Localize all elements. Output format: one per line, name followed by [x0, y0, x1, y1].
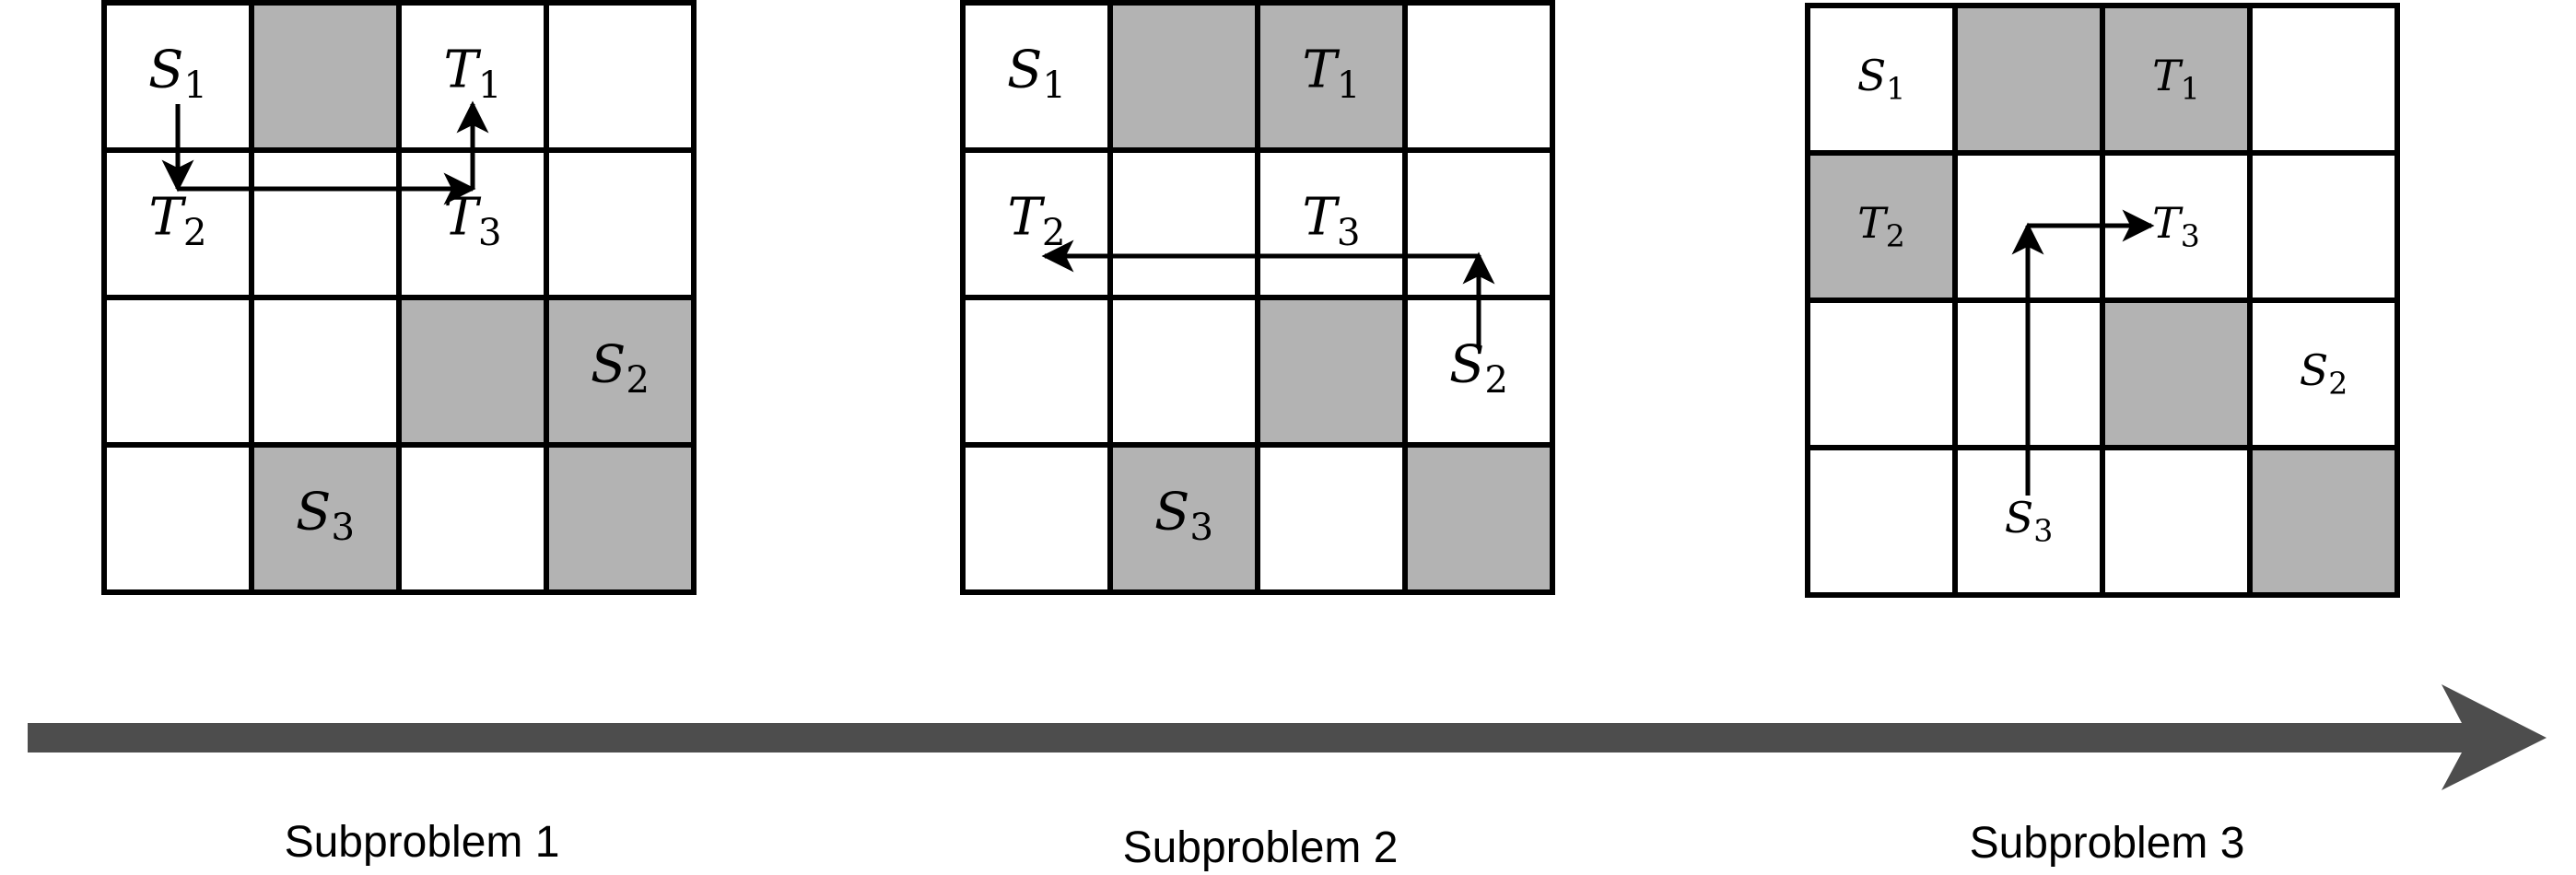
- grid-cell: [1808, 6, 1955, 153]
- target-label-1: T1: [2152, 51, 2200, 106]
- target-label-2: T2: [1857, 198, 1905, 253]
- blocked-cell: [252, 3, 399, 150]
- target-label-2: T2: [148, 188, 206, 254]
- blocked-cell: [1110, 445, 1258, 592]
- target-label-1: T1: [443, 41, 501, 107]
- grid-cell: [104, 298, 252, 445]
- blocked-cell: [1808, 153, 1955, 300]
- start-label-2: S2: [2300, 345, 2348, 401]
- start-label-3: S3: [296, 483, 355, 549]
- progress-arrow-icon: [28, 684, 2547, 790]
- grid-cell: [1808, 300, 1955, 448]
- route-arrow: [1041, 239, 1495, 345]
- blocked-cell: [252, 445, 399, 592]
- blocked-cell: [2250, 448, 2397, 595]
- blocked-cell: [1110, 3, 1258, 150]
- target-label-1: T1: [1302, 41, 1360, 107]
- target-label-3: T3: [1302, 188, 1360, 254]
- grid-cell: [252, 298, 399, 445]
- blocked-cell: [2102, 300, 2250, 448]
- grid-cell: [2250, 6, 2397, 153]
- start-label-1: S1: [148, 41, 207, 107]
- grid-cell: [1258, 150, 1405, 298]
- blocked-cell: [2102, 6, 2250, 153]
- caption-subproblem-3: Subproblem 3: [1970, 819, 2245, 868]
- target-label-3: T3: [2152, 198, 2200, 253]
- start-label-3: S3: [2005, 493, 2054, 548]
- subproblem-captions: Subproblem 1 Subproblem 2 Subproblem 3: [285, 818, 2245, 872]
- grid-cell: [963, 3, 1110, 150]
- start-label-1: S1: [1007, 41, 1066, 107]
- grid-cell: [104, 445, 252, 592]
- grid-cell: [546, 150, 694, 298]
- grid-cell: [1808, 448, 1955, 595]
- start-label-3: S3: [1154, 483, 1213, 549]
- grid-cell: [1110, 150, 1258, 298]
- blocked-cell: [1258, 298, 1405, 445]
- grid-cell: [963, 150, 1110, 298]
- caption-subproblem-1: Subproblem 1: [285, 818, 560, 867]
- grid-cell: [399, 445, 546, 592]
- start-label-1: S1: [1857, 51, 1906, 106]
- grid-cell: [1258, 445, 1405, 592]
- caption-subproblem-2: Subproblem 2: [1123, 823, 1399, 872]
- grid-cell: [252, 150, 399, 298]
- blocked-cell: [1955, 6, 2102, 153]
- blocked-cell: [546, 298, 694, 445]
- blocked-cell: [1258, 3, 1405, 150]
- grid-cell: [1405, 3, 1552, 150]
- grid-cell: [2102, 448, 2250, 595]
- grid-cell: [546, 3, 694, 150]
- blocked-cell: [1405, 445, 1552, 592]
- grid-cell: [2250, 300, 2397, 448]
- grid-cell: [2250, 153, 2397, 300]
- start-label-2: S2: [591, 335, 650, 402]
- grid-cell: [1110, 298, 1258, 445]
- blocked-cell: [399, 298, 546, 445]
- grid-cell: [963, 445, 1110, 592]
- blocked-cell: [546, 445, 694, 592]
- route-arrow: [2011, 209, 2155, 496]
- timeline-arrow: [28, 684, 2547, 790]
- grid-cell: [963, 298, 1110, 445]
- route-arrow: [161, 100, 489, 205]
